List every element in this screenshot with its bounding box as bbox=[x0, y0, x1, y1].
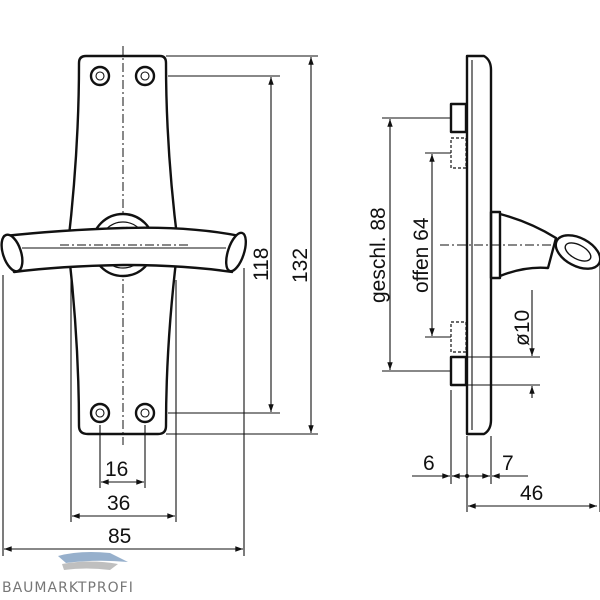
dim-label-46: 46 bbox=[520, 482, 543, 505]
dim-label-132: 132 bbox=[289, 248, 312, 283]
front-dimensions: 118 132 16 36 85 bbox=[2, 55, 318, 556]
upper-pin-open-hidden bbox=[450, 137, 467, 169]
side-view bbox=[440, 54, 600, 436]
backplate-outline bbox=[66, 54, 180, 436]
dim-label-36: 36 bbox=[107, 492, 130, 515]
dim-label-7: 7 bbox=[502, 452, 514, 475]
brand-logo: BAUMARKTPROFI bbox=[2, 552, 134, 596]
dim-label-6: 6 bbox=[423, 452, 435, 475]
dim-label-118: 118 bbox=[250, 248, 273, 281]
side-backplate bbox=[465, 54, 493, 436]
side-handle-grip-inner bbox=[564, 242, 592, 262]
dim-label-16: 16 bbox=[105, 458, 128, 481]
logo-text: BAUMARKTPROFI bbox=[2, 580, 134, 596]
side-handle-neck bbox=[489, 210, 502, 280]
dim-label-85: 85 bbox=[108, 525, 131, 548]
side-dimensions: geschl. 88 offen 64 ø10 6 7 46 bbox=[367, 117, 600, 512]
lever-right-end bbox=[224, 231, 248, 273]
upper-pin bbox=[449, 102, 468, 134]
lever-left-end bbox=[0, 233, 24, 273]
front-view bbox=[0, 46, 248, 445]
screw-holes bbox=[89, 65, 156, 424]
dim-label-open-64: offen 64 bbox=[410, 217, 433, 293]
dim-dot bbox=[465, 474, 469, 478]
side-handle-shank bbox=[499, 212, 558, 278]
logo-swoosh-icon bbox=[58, 552, 128, 563]
lower-pin bbox=[449, 355, 468, 387]
lever-handle bbox=[3, 226, 242, 274]
dim-label-closed-88: geschl. 88 bbox=[367, 207, 390, 303]
lower-pin-open-hidden bbox=[450, 321, 467, 353]
dim-label-diameter-10: ø10 bbox=[511, 310, 534, 346]
